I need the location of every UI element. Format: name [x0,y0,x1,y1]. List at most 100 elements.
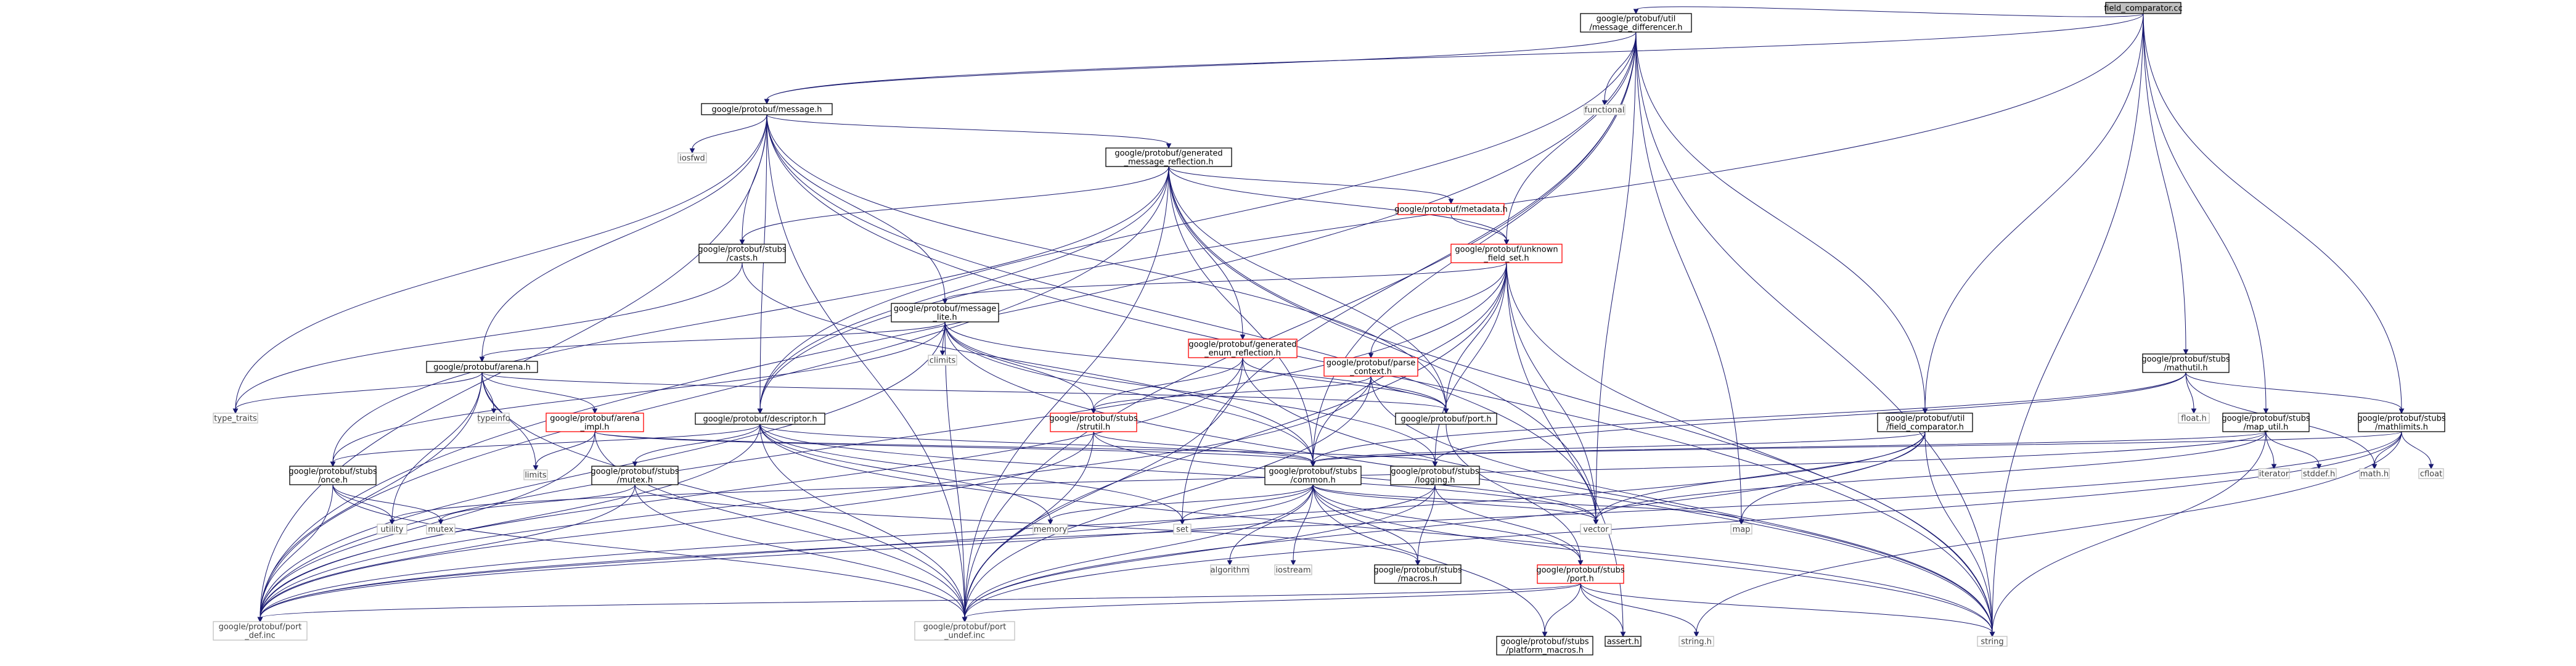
node-mutex-h[interactable]: google/protobuf/stubs/mutex.h [591,466,679,485]
node-label-line: google/protobuf/port [923,623,1007,632]
node-box [1584,104,1625,115]
node-mathlimits-h[interactable]: google/protobuf/stubs/mathlimits.h [2357,413,2446,432]
edge-line [1604,31,1637,102]
node-metadata-h[interactable]: google/protobuf/metadata.h [1394,203,1508,215]
edge-line [391,372,483,521]
node-field-comparator-cc[interactable]: field_comparator.cc [2104,2,2183,14]
node-box [914,621,1015,641]
edge-arrowhead [962,617,968,623]
edge-line [964,166,1169,619]
edge-line [1544,583,1581,633]
node-box [1537,564,1624,584]
node-platform-macros-h[interactable]: google/protobuf/stubs/platform_macros.h [1496,636,1593,656]
edge-arrowhead [479,356,485,363]
edge-line [2265,431,2275,466]
node-label-line: _field_set.h [1483,254,1529,263]
edge-line [964,484,1314,619]
node-arena-impl-h[interactable]: google/protobuf/arena_impl.h [546,413,644,432]
edge-line [742,166,1169,241]
node-label-line: google/protobuf/descriptor.h [703,415,817,424]
node-generated-enum-reflection-h[interactable]: google/protobuf/generated_enum_reflectio… [1188,339,1298,358]
node-box [928,355,957,366]
edge-arrowhead [1090,408,1097,414]
node-iostream: iostream [1274,564,1312,575]
edge-line [1050,484,1314,521]
node-vector: vector [1580,524,1612,535]
node-box [1050,413,1137,432]
edge-line [440,484,636,521]
node-box [1580,13,1692,33]
node-macros-h[interactable]: google/protobuf/stubs/macros.h [1373,564,1462,584]
node-common-h[interactable]: google/protobuf/stubs/common.h [1264,466,1362,485]
edge-arrowhead [1542,631,1548,638]
node-label-line: google/protobuf/generated [1114,149,1222,158]
node-label-line: /map_util.h [2244,423,2289,432]
edge-arrowhead [438,519,444,525]
node-box [2105,2,2181,14]
edge-message_differencer_h-to-unknown_field_set_h [1503,31,1637,245]
node-climits: climits [928,355,957,366]
node-casts-h[interactable]: google/protobuf/stubs/casts.h [698,244,787,263]
edge-field_comparator_h-to-string [1924,431,1995,638]
node-box [1274,564,1312,575]
edge-line [634,484,1418,562]
node-message-lite-h[interactable]: google/protobuf/message_lite.h [891,303,999,323]
edge-mathlimits_h-to-cfloat [2401,431,2434,470]
node-label-line: map [1733,525,1751,535]
node-once-h[interactable]: google/protobuf/stubs/once.h [288,466,377,485]
node-label-line: google/protobuf/stubs [288,467,377,477]
node-label-line: google/protobuf/stubs [1269,467,1357,477]
node-unknown-field-set-h[interactable]: google/protobuf/unknown_field_set.h [1450,244,1563,263]
node-generated-message-reflection-h[interactable]: google/protobuf/generated_message_reflec… [1105,147,1232,167]
node-assert-h[interactable]: assert.h [1605,636,1642,647]
edge-line [766,114,946,300]
node-label-line: google/protobuf/stubs [1391,467,1479,477]
node-box [1173,524,1192,535]
edge-line [1168,166,1993,633]
node-label-line: google/protobuf/stubs [2222,414,2310,424]
edge-line [766,114,965,619]
node-label-line: memory [1034,525,1068,535]
edge-line [1434,484,1581,562]
node-arena-h[interactable]: google/protobuf/arena.h [426,361,538,373]
node-box [289,466,377,485]
edge-layer [232,6,2434,638]
node-box [1397,203,1505,215]
node-strutil-h[interactable]: google/protobuf/stubs/strutil.h [1049,413,1138,432]
node-label-line: limits [525,471,547,480]
edge-line [1595,431,2267,521]
node-stubs-port-h[interactable]: google/protobuf/stubs/port.h [1536,564,1625,584]
edge-line [1445,262,1507,410]
node-label-line: /casts.h [727,254,758,263]
edge-map_util_h-to-string [1989,431,2267,638]
edge-line [1506,262,1624,633]
edge-line [759,424,1314,463]
edge-line [1370,376,1447,410]
edge-mathlimits_h-to-math_h [2371,431,2402,470]
node-logging-h[interactable]: google/protobuf/stubs/logging.h [1390,466,1480,485]
edge-map_util_h-to-common_h [1310,431,2267,467]
edge-arrowhead [1443,408,1449,414]
node-set: set [1173,524,1192,535]
node-box [523,469,548,480]
node-parse-context-h[interactable]: google/protobuf/parse_context.h [1323,357,1418,377]
node-field-comparator-h[interactable]: google/protobuf/util/field_comparator.h [1877,413,1973,432]
edge-arrowhead [1620,631,1626,638]
node-message-differencer-h[interactable]: google/protobuf/util/message_differencer… [1580,13,1692,33]
node-map-util-h[interactable]: google/protobuf/stubs/map_util.h [2222,413,2310,432]
edge-line [634,484,965,619]
node-label-line: google/protobuf/metadata.h [1394,205,1508,215]
node-label-line: set [1176,525,1188,535]
node-label-line: /port.h [1567,575,1593,584]
node-label-line: /common.h [1290,476,1335,485]
edge-line [759,31,1637,410]
node-label-line: /macros.h [1398,575,1437,584]
node-descriptor-h[interactable]: google/protobuf/descriptor.h [695,413,825,425]
edge-line [1506,262,1597,521]
edge-line [1168,166,1597,521]
edge-line [2401,431,2432,466]
node-mathutil-h[interactable]: google/protobuf/stubs/mathutil.h [2141,353,2230,373]
node-port-h[interactable]: google/protobuf/port.h [1395,413,1497,425]
node-message-h[interactable]: google/protobuf/message.h [701,103,833,115]
edge-message_h-to-message_lite_h [766,114,948,305]
